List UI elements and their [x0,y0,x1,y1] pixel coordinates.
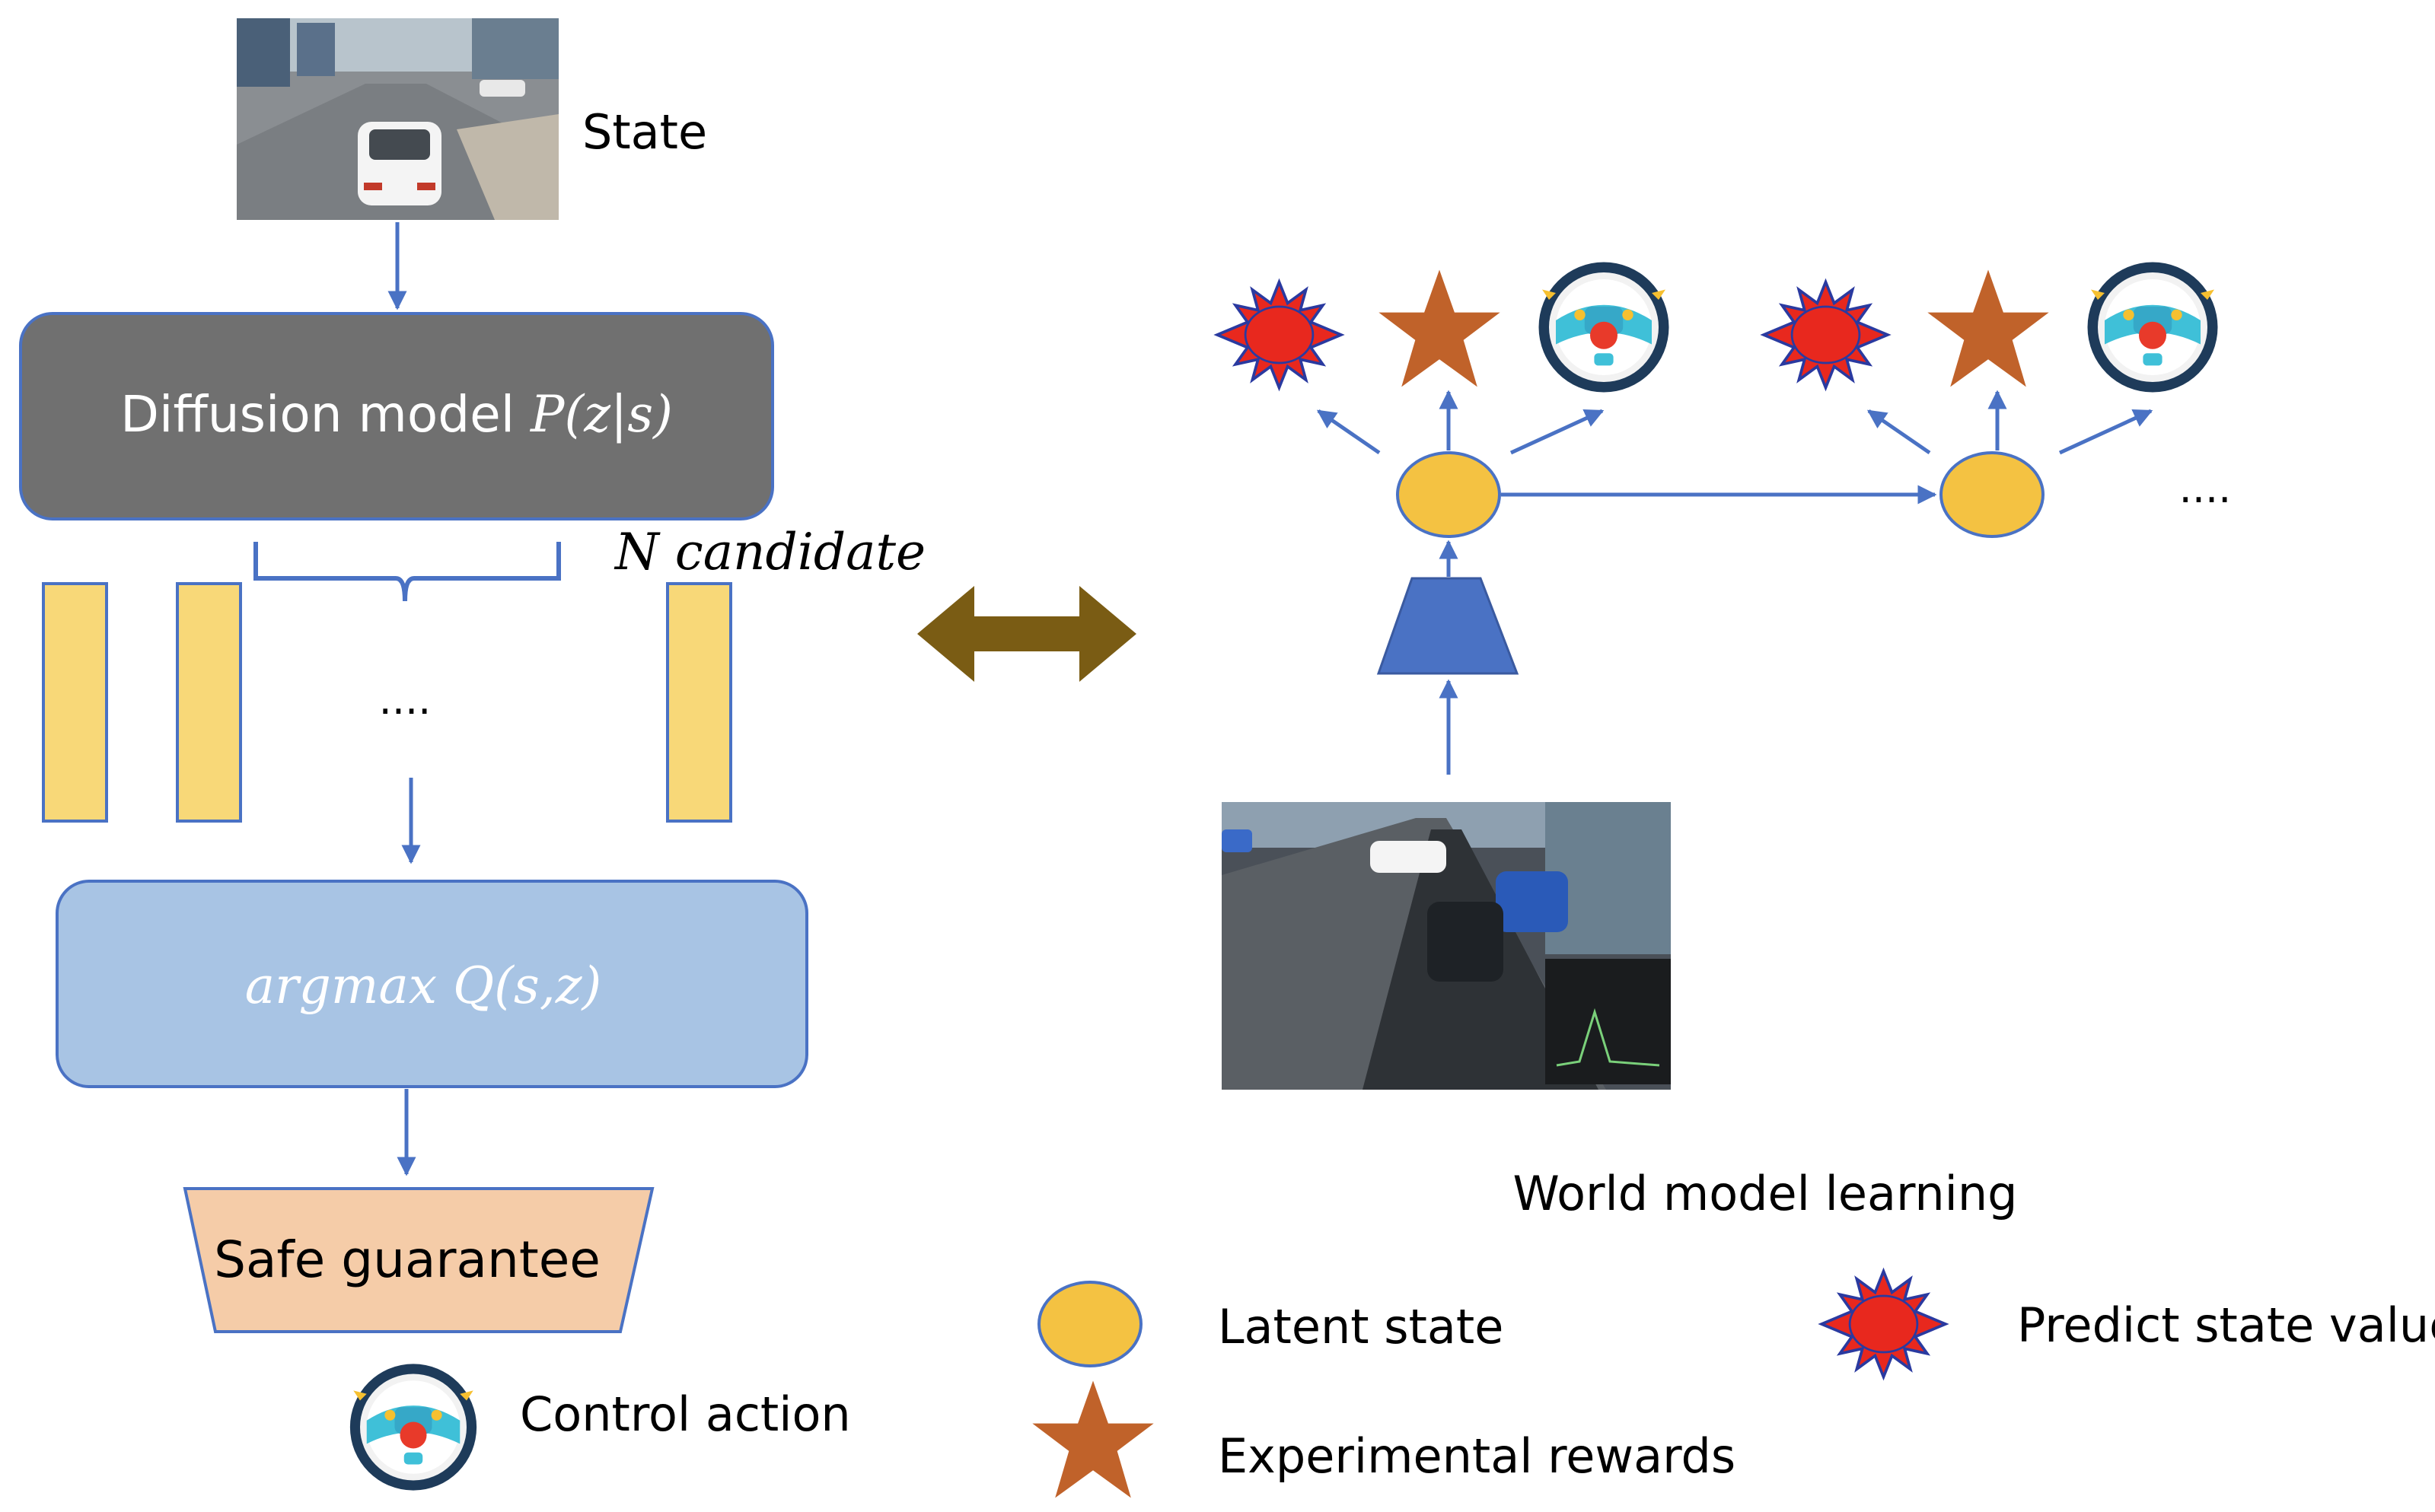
bidirectional-arrow-icon [917,586,1136,682]
latent-state-ellipse-icon [1037,1281,1143,1367]
encoder-trapezoid [1376,577,1519,675]
argmax-box [56,880,808,1088]
predict-value-sun-icon-1 [1217,282,1341,388]
orange-star-icon [1032,1380,1154,1498]
arrow-latent1-to-sun [1316,409,1381,455]
reward-star-icon-2 [1927,269,2049,387]
diffusion-model-box [19,312,774,520]
legend-experimental-rewards-label: Experimental rewards [1218,1428,1735,1484]
control-wheel-icon-1 [1538,262,1669,393]
safe-guarantee-label: Safe guarantee [214,1230,601,1289]
candidate-bar-2 [176,582,242,823]
reward-star-icon-1 [1378,269,1500,387]
candidate-dots: .... [379,676,432,724]
red-sun-burst-icon [1821,1272,1946,1377]
safe-guarantee-box [183,1187,655,1333]
legend-predict-state-value-label: Predict state value [2017,1297,2435,1353]
observation-image [1222,802,1671,1090]
sequence-continuation-dots: .... [2179,464,2232,512]
world-model-learning-label: World model learning [1512,1166,2017,1221]
control-action-label: Control action [520,1386,851,1442]
control-action-wheel-icon [349,1364,477,1491]
candidate-bar-3 [666,582,732,823]
state-label: State [582,104,707,160]
state-image [237,18,559,220]
predict-value-sun-icon-2 [1764,282,1888,388]
diffusion-model-label: Diffusion model P(z|s) [120,385,673,444]
n-candidate-label: N candidate [614,523,926,581]
candidate-brace [253,542,561,602]
argmax-label: argmax Q(s,z) [245,957,602,1015]
legend-latent-state-label: Latent state [1218,1299,1503,1354]
arrow-latent2-to-wheel [2058,409,2153,455]
arrow-latent1-to-wheel [1509,409,1605,455]
latent-state-node-2 [1939,451,2045,538]
control-wheel-icon-2 [2087,262,2218,393]
candidate-bar-1 [42,582,108,823]
arrow-latent2-to-sun [1866,409,1931,455]
latent-state-node-1 [1396,451,1501,538]
